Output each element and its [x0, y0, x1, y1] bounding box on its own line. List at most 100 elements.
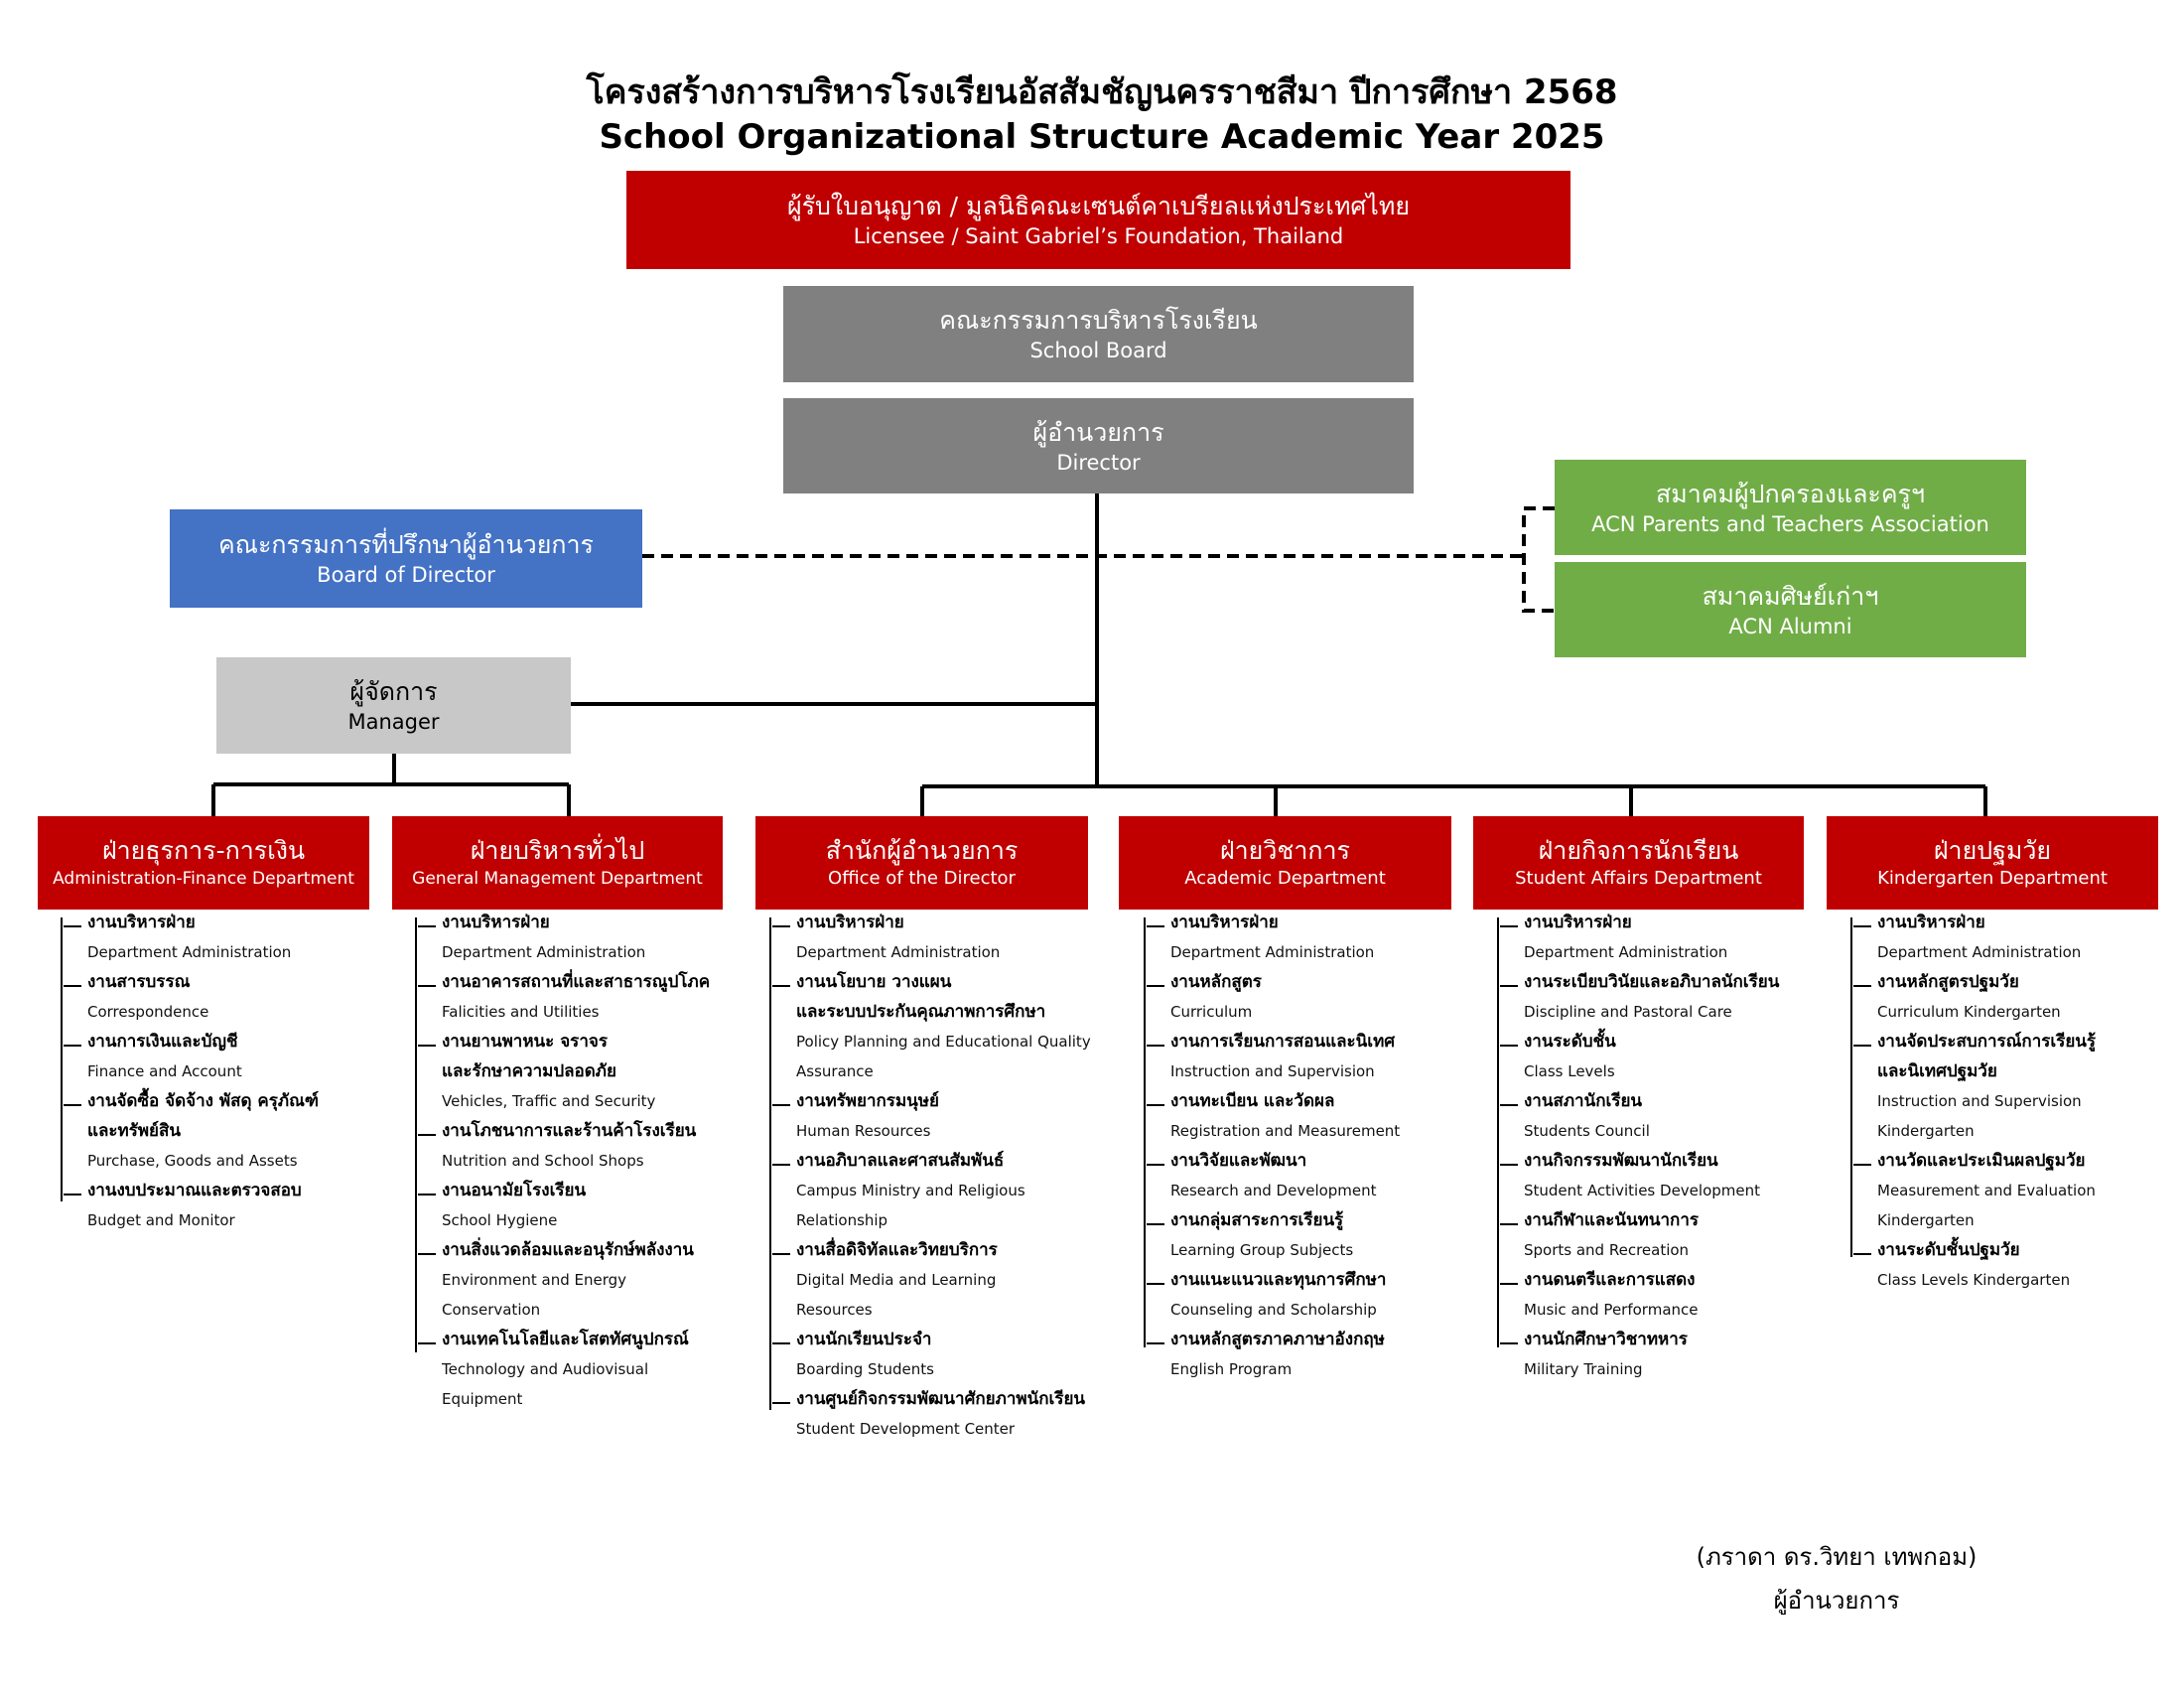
task-name-thai: งานทะเบียน และวัดผล	[1170, 1091, 1335, 1111]
licensee-thai: ผู้รับใบอนุญาต / มูลนิธิคณะเซนต์คาเบรียล…	[786, 192, 1411, 220]
task-name-thai: งานระดับชั้น	[1524, 1032, 1616, 1052]
task-item: งานหลักสูตรปฐมวัย Curriculum Kindergarten	[1853, 967, 2184, 1027]
task-item: งานวิจัยและพัฒนา Research and Development	[1147, 1146, 1524, 1205]
dept-title-thai: ฝ่ายปฐมวัย	[1933, 836, 2052, 865]
task-name-english: Class Levels	[1524, 1062, 1615, 1080]
task-name-thai: งานการเรียนการสอนและนิเทศ	[1170, 1032, 1396, 1052]
parents-association-box: สมาคมผู้ปกครองและครูฯ ACN Parents and Te…	[1555, 460, 2026, 555]
task-name-thai: งานหลักสูตรปฐมวัย	[1877, 972, 2019, 992]
alumni-association-box: สมาคมศิษย์เก่าฯ ACN Alumni	[1555, 562, 2026, 657]
dept-title-thai: ฝ่ายบริหารทั่วไป	[470, 836, 645, 865]
task-name-english: Students Council	[1524, 1122, 1650, 1140]
task-item: งานยานพาหนะ จราจรและรักษาความปลอดภัย Vehi…	[418, 1027, 795, 1116]
task-name-english: Vehicles, Traffic and Security	[442, 1092, 656, 1110]
parents-association-english: ACN Parents and Teachers Association	[1591, 511, 1989, 536]
task-name-thai: งานวัดและประเมินผลปฐมวัย	[1877, 1151, 2086, 1171]
dept-title-thai: ฝ่ายวิชาการ	[1220, 836, 1350, 865]
task-item: งานบริหารฝ่าย Department Administration	[1147, 908, 1524, 967]
task-item: งานสารบรรณ Correspondence	[64, 967, 441, 1027]
task-item: งานจัดซื้อ จัดจ้าง พัสดุ ครุภัณฑ์และทรัพ…	[64, 1086, 441, 1176]
director-thai: ผู้อำนวยการ	[1032, 417, 1164, 447]
task-name-english: Curriculum Kindergarten	[1877, 1003, 2061, 1021]
page-title-english: School Organizational Structure Academic…	[599, 117, 1605, 157]
task-name-thai: งานหลักสูตรภาคภาษาอังกฤษ	[1170, 1330, 1385, 1349]
task-name-english: Digital Media and Learning	[796, 1271, 997, 1289]
signature-block: (ภราดา ดร.วิทยา เทพกอม) ผู้อำนวยการ	[1648, 1535, 2025, 1622]
task-name-thai: งานบริหารฝ่าย	[1170, 913, 1279, 932]
alumni-association-thai: สมาคมศิษย์เก่าฯ	[1702, 581, 1879, 611]
task-name-english: Research and Development	[1170, 1182, 1377, 1199]
dept-title-english: Office of the Director	[828, 868, 1016, 889]
task-name-english: Department Administration	[1170, 943, 1375, 961]
task-name-english: Kindergarten	[1877, 1211, 1975, 1229]
task-item: งานสื่อดิจิทัลและวิทยบริการ Digital Media…	[772, 1235, 1150, 1325]
task-name-thai: งานศูนย์กิจกรรมพัฒนาศักยภาพนักเรียน	[796, 1389, 1086, 1409]
task-item: งานนักศึกษาวิชาทหาร Military Training	[1500, 1325, 1877, 1384]
task-name-english: Human Resources	[796, 1122, 931, 1140]
task-name-thai: งานกิจกรรมพัฒนานักเรียน	[1524, 1151, 1718, 1171]
task-name-english: Technology and Audiovisual	[442, 1360, 649, 1378]
task-item: งานอภิบาลและศาสนสัมพันธ์Campus Ministry …	[772, 1146, 1150, 1235]
dept-office-director: สำนักผู้อำนวยการ Office of the Director	[755, 816, 1088, 910]
dept-title-thai: ฝ่ายกิจการนักเรียน	[1538, 836, 1739, 865]
task-name-thai: งานจัดประสบการณ์การเรียนรู้	[1877, 1032, 2097, 1052]
task-name-thai: งานกลุ่มสาระการเรียนรู้	[1170, 1210, 1344, 1230]
task-name-english: Conservation	[442, 1301, 541, 1319]
dept-title-thai: ฝ่ายธุรการ-การเงิน	[101, 836, 306, 865]
task-name-thai: งานอาคารสถานที่และสาธารณูปโภค	[442, 972, 711, 992]
task-name-thai: งานนักศึกษาวิชาทหาร	[1524, 1330, 1688, 1349]
task-name-english: English Program	[1170, 1360, 1293, 1378]
task-name-thai: และรักษาความปลอดภัย	[442, 1061, 616, 1081]
task-name-english: Military Training	[1524, 1360, 1643, 1378]
task-name-thai: งานยานพาหนะ จราจร	[442, 1032, 608, 1052]
task-name-thai: งานระดับชั้นปฐมวัย	[1877, 1240, 2020, 1260]
task-name-english: Department Administration	[87, 943, 292, 961]
school-board-box: คณะกรรมการบริหารโรงเรียน School Board	[783, 286, 1414, 382]
task-name-thai: งานนโยบาย วางแผน	[796, 972, 952, 992]
task-name-english: Purchase, Goods and Assets	[87, 1152, 298, 1170]
task-name-thai: งานสื่อดิจิทัลและวิทยบริการ	[796, 1240, 998, 1260]
task-name-english: Finance and Account	[87, 1062, 242, 1080]
task-item: งานกลุ่มสาระการเรียนรู้Learning Group Su…	[1147, 1205, 1524, 1265]
task-name-thai: และนิเทศปฐมวัย	[1877, 1061, 1997, 1081]
task-name-thai: งานบริหารฝ่าย	[1877, 913, 1985, 932]
manager-thai: ผู้จัดการ	[349, 677, 438, 706]
task-name-english: Policy Planning and Educational Quality	[796, 1033, 1091, 1051]
alumni-association-english: ACN Alumni	[1728, 614, 1852, 638]
task-name-thai: งานสารบรรณ	[87, 972, 191, 992]
task-name-thai: งานวิจัยและพัฒนา	[1170, 1151, 1307, 1171]
advisory-board-box: คณะกรรมการที่ปรึกษาผู้อำนวยการ Board of …	[170, 509, 642, 608]
school-board-english: School Board	[1029, 339, 1167, 362]
advisory-board-english: Board of Director	[317, 563, 495, 587]
task-name-english: Environment and Energy	[442, 1271, 627, 1289]
task-name-english: Kindergarten	[1877, 1122, 1975, 1140]
task-name-thai: งานหลักสูตร	[1170, 972, 1262, 992]
manager-box: ผู้จัดการ Manager	[216, 657, 571, 754]
task-item: งานนโยบาย วางแผนและระบบประกันคุณภาพการศึ…	[772, 967, 1150, 1086]
task-name-english: Resources	[796, 1301, 873, 1319]
task-name-english: Falicities and Utilities	[442, 1003, 600, 1021]
school-board-thai: คณะกรรมการบริหารโรงเรียน	[939, 306, 1258, 335]
dept-admin-finance: ฝ่ายธุรการ-การเงิน Administration-Financ…	[38, 816, 369, 910]
task-name-english: Correspondence	[87, 1003, 209, 1021]
task-item: งานเทคโนโลยีและโสตทัศนูปกรณ์Technology a…	[418, 1325, 795, 1414]
